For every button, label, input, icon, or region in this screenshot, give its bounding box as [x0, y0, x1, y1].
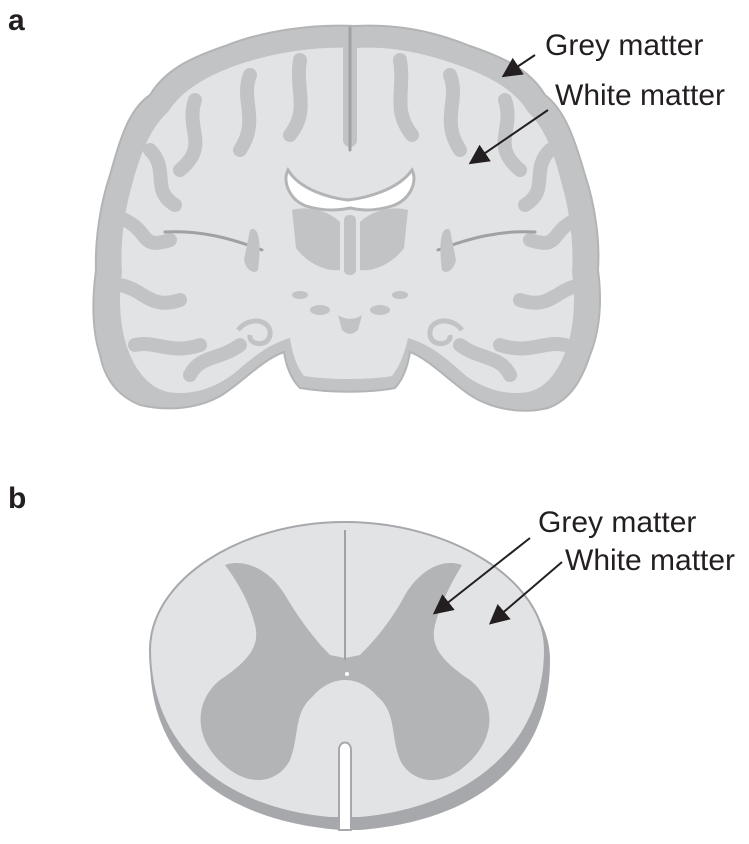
panel-a-grey-matter-label: Grey matter — [545, 29, 703, 62]
panel-a: a — [8, 4, 725, 411]
central-canal — [345, 672, 349, 676]
brain-section — [93, 26, 600, 411]
panel-b-letter: b — [8, 482, 26, 515]
spinal-cord-section — [150, 522, 550, 830]
anterior-median-fissure — [339, 743, 351, 831]
panel-b: b Grey matter White matter — [8, 482, 735, 830]
panel-b-white-matter-label: White matter — [565, 544, 735, 577]
panel-a-white-matter-label: White matter — [555, 79, 725, 112]
panel-a-letter: a — [8, 4, 25, 37]
panel-b-grey-matter-label: Grey matter — [538, 506, 696, 539]
